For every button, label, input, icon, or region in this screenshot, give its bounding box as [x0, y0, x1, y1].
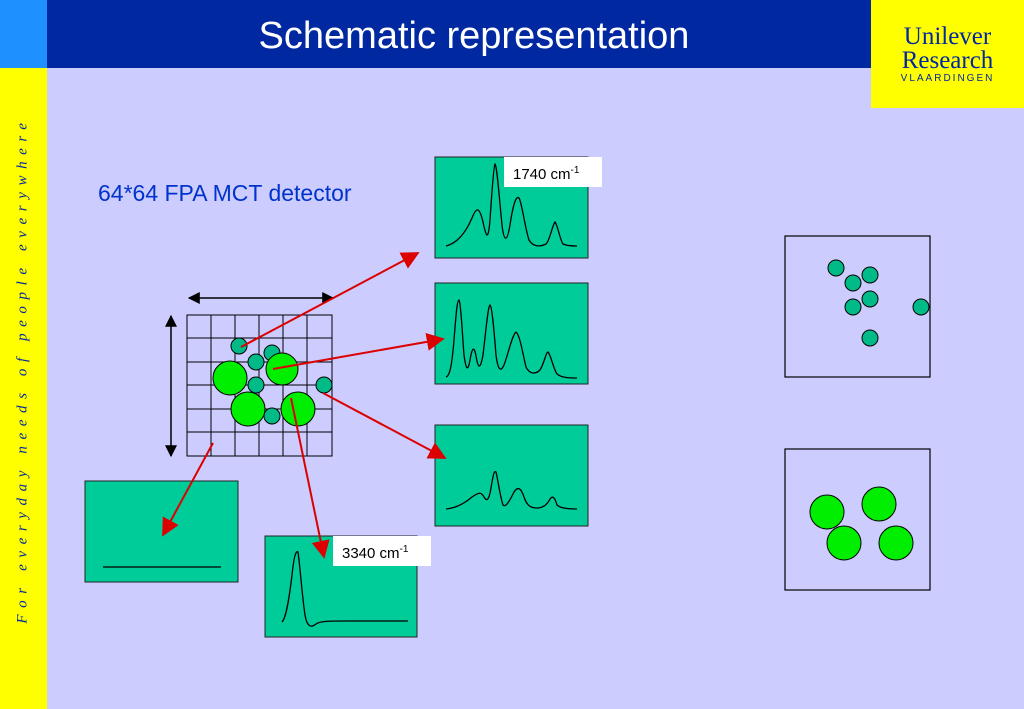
- small-particle: [315, 376, 333, 394]
- red-arrow-icon: [162, 442, 214, 537]
- large-particle: [826, 525, 862, 561]
- red-arrows: [162, 252, 447, 559]
- spectrum-panel-3: [434, 424, 589, 527]
- small-particle: [912, 298, 930, 316]
- logo-text-line3: VLAARDINGEN: [900, 73, 995, 84]
- small-particle: [247, 353, 265, 371]
- map-small-particles: [784, 235, 931, 378]
- red-arrow-icon: [322, 392, 447, 459]
- map-large-particles: [784, 448, 931, 591]
- logo: Unilever Research VLAARDINGEN: [871, 0, 1024, 108]
- sidebar-top-accent: [0, 0, 47, 68]
- large-particle: [280, 391, 316, 427]
- large-particle: [861, 486, 897, 522]
- label-3340: 3340 cm-1: [333, 536, 431, 566]
- large-particle: [265, 352, 299, 386]
- small-particle: [861, 266, 879, 284]
- small-particle: [247, 376, 265, 394]
- small-particle: [263, 407, 281, 425]
- large-particle: [809, 494, 845, 530]
- red-arrow-icon: [272, 332, 445, 370]
- large-particle: [212, 360, 248, 396]
- small-particle: [844, 298, 862, 316]
- logo-text-line2: Research: [901, 47, 994, 74]
- detector-label: 64*64 FPA MCT detector: [98, 180, 352, 206]
- label-1740: 1740 cm-1: [504, 157, 602, 187]
- spectrum-curve-3340: [281, 550, 408, 627]
- small-particle: [230, 337, 248, 355]
- small-particle: [861, 329, 879, 347]
- large-particle: [878, 525, 914, 561]
- sidebar-strip: [0, 0, 47, 709]
- small-particle: [844, 274, 862, 292]
- small-particle: [827, 259, 845, 277]
- spectrum-curve-2: [445, 299, 578, 379]
- detector-particles: [212, 337, 333, 427]
- svg-text:3340 cm-1: 3340 cm-1: [342, 544, 409, 562]
- spectrum-panel-2: [434, 282, 589, 385]
- red-arrow-icon: [240, 252, 420, 348]
- svg-text:1740 cm-1: 1740 cm-1: [513, 165, 580, 183]
- small-particle: [861, 290, 879, 308]
- spectrum-curve-3: [445, 470, 578, 510]
- spectrum-curve-1740: [445, 163, 578, 247]
- empty-spectrum-panel: [84, 480, 239, 583]
- header-bar: [47, 0, 871, 68]
- page-title: Schematic representation: [258, 15, 690, 57]
- large-particle: [230, 391, 266, 427]
- logo-text-line1: Unilever: [903, 23, 992, 50]
- red-arrow-icon: [290, 397, 330, 559]
